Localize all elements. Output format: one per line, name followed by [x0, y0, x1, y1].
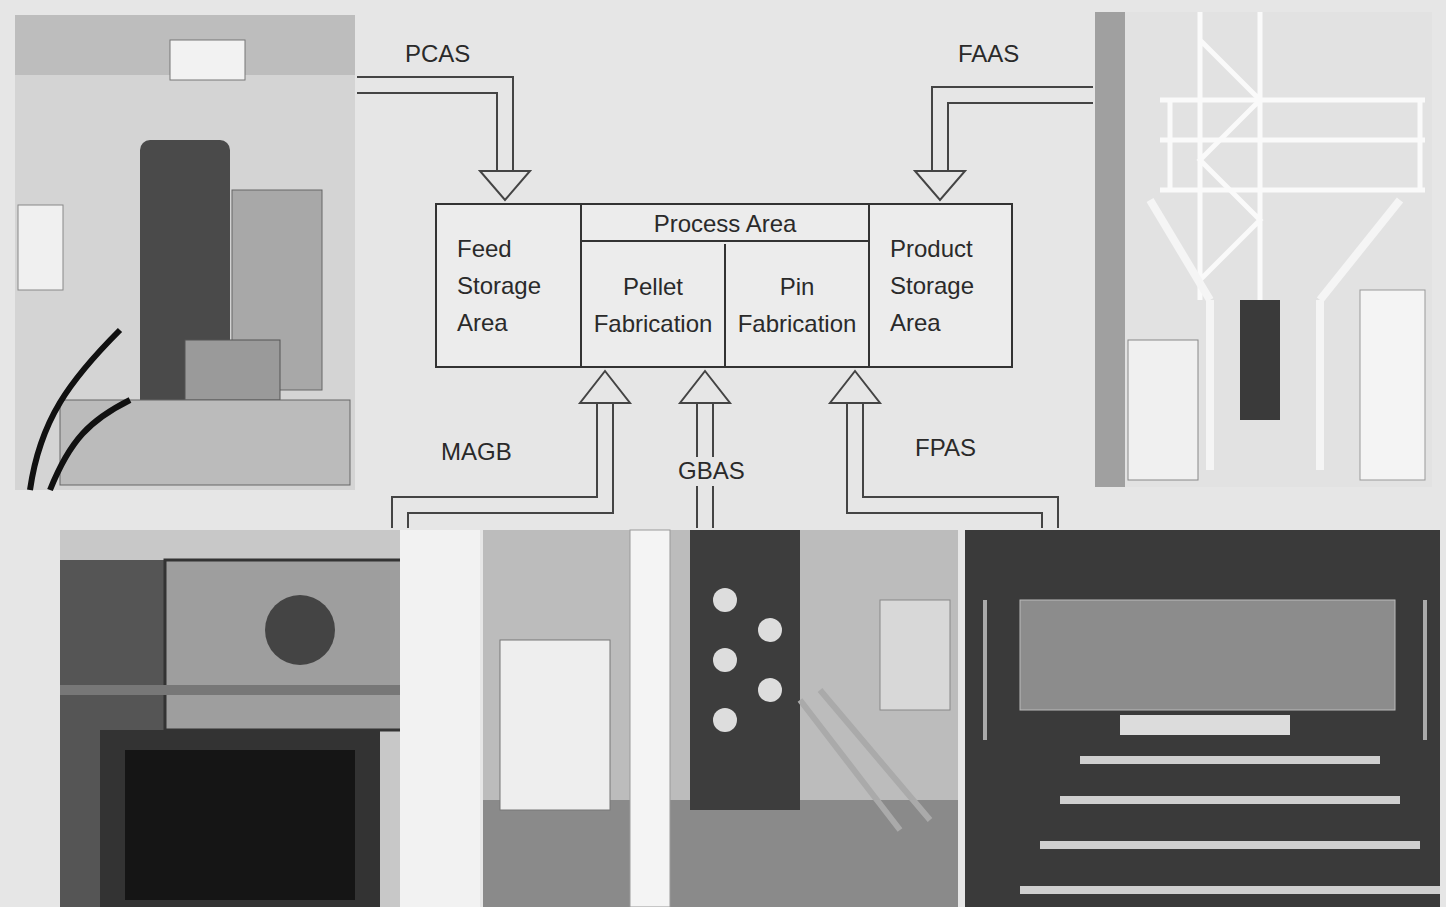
- pcas-photo: [15, 15, 355, 490]
- rails: [985, 600, 1425, 740]
- valve-block: [185, 340, 280, 400]
- console: [500, 640, 610, 810]
- fpas-photo: [965, 530, 1440, 907]
- system-label: MAGB: [438, 438, 515, 467]
- area-name: Product Storage Area: [870, 230, 1011, 342]
- faas-photo: [1095, 12, 1432, 487]
- glove-port: [713, 588, 737, 612]
- fixture: [265, 595, 335, 665]
- gbas-arrow: [680, 371, 730, 528]
- area-name: Pellet Fabrication: [582, 268, 724, 342]
- hollow-arrows: [357, 85, 1093, 528]
- photo-ground: [1095, 12, 1432, 487]
- overhead-box: [170, 40, 245, 80]
- area-box: Feed Storage Area: [435, 203, 582, 368]
- container: [1020, 600, 1395, 710]
- glove-port: [713, 648, 737, 672]
- system-label: PCAS: [402, 40, 473, 69]
- rollers: [1020, 760, 1440, 890]
- cylinder: [1240, 300, 1280, 420]
- area-name: Feed Storage Area: [437, 230, 580, 342]
- system-label: FPAS: [912, 434, 979, 463]
- glovebox: [690, 530, 800, 810]
- glove-port: [758, 678, 782, 702]
- pipes: [800, 690, 930, 830]
- magb-photo: [60, 530, 480, 907]
- system-label: GBAS: [675, 457, 748, 486]
- pcas-arrow: [357, 85, 530, 200]
- fpas-arrow: [830, 371, 1050, 528]
- tower: [1200, 12, 1260, 300]
- cabinet: [1128, 340, 1198, 480]
- photo-ground: [15, 15, 355, 490]
- photo-ground: [483, 530, 958, 907]
- glove-port: [758, 618, 782, 642]
- slot: [1120, 715, 1290, 735]
- area-heading: Process Area: [582, 205, 868, 242]
- gbas-photo: [483, 530, 958, 907]
- faas-arrow: [915, 95, 1093, 200]
- cables: [30, 330, 130, 490]
- column: [400, 530, 480, 907]
- magb-arrow: [400, 371, 630, 528]
- area-box: Process AreaPellet FabricationPin Fabric…: [580, 203, 870, 368]
- photo-ground: [965, 530, 1440, 907]
- shelf: [880, 600, 950, 710]
- control-panel: [18, 205, 63, 290]
- area-name: Pin Fabrication: [726, 268, 868, 342]
- glovebox: [165, 560, 415, 730]
- railing: [1160, 100, 1425, 190]
- photo-ground: [60, 530, 480, 907]
- pillar: [630, 530, 670, 907]
- process-cell: Pellet Fabrication: [582, 244, 726, 366]
- area-box: Product Storage Area: [868, 203, 1013, 368]
- glove-port: [713, 708, 737, 732]
- wall: [1095, 12, 1125, 487]
- window-frame: [100, 730, 380, 907]
- process-cell: Pin Fabrication: [726, 244, 868, 366]
- window: [125, 750, 355, 900]
- system-label: FAAS: [955, 40, 1022, 69]
- panel: [1360, 290, 1425, 480]
